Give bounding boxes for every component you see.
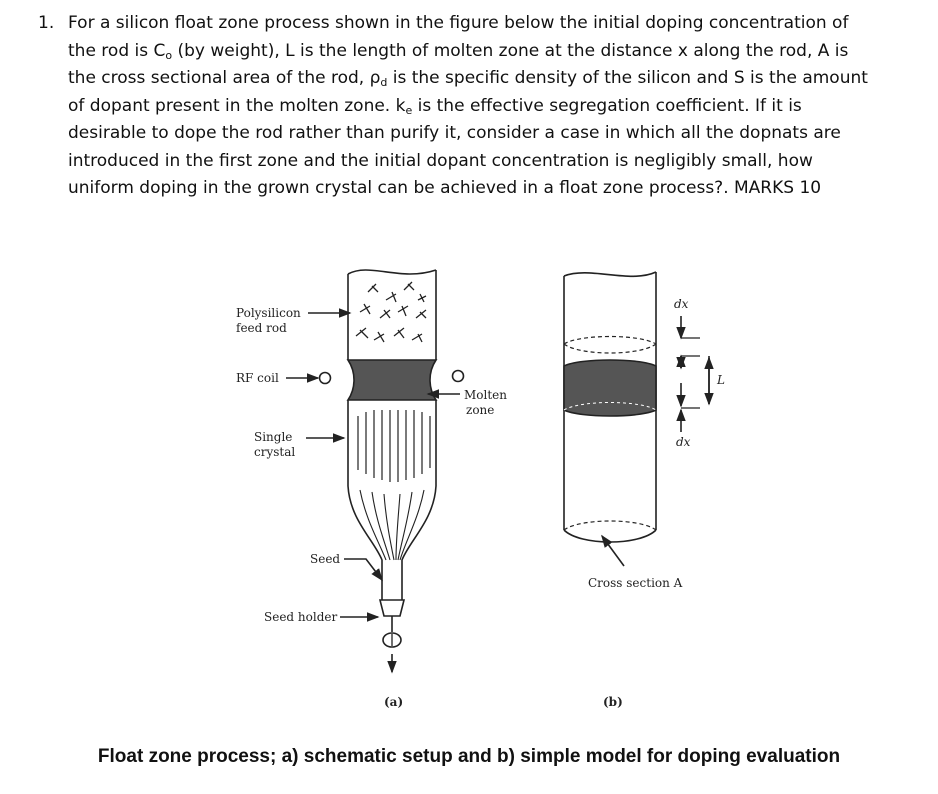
figure-a-schematic	[286, 269, 465, 674]
figure-a-labels: Polysilicon feed rod RF coil Molten zone…	[236, 306, 507, 709]
question-line-1-text: For a silicon float zone process shown i…	[68, 13, 849, 33]
question-line-7-text: uniform doping in the grown crystal can …	[68, 178, 822, 198]
crystal-taper-left	[347, 485, 383, 600]
question-line-5-text: desirable to dope the rod rather than pu…	[68, 123, 841, 143]
molten-label-2: zone	[466, 403, 494, 417]
rf-coil-right-icon	[451, 369, 465, 383]
question-number: 1.	[38, 13, 55, 33]
rotation-indicator-icon	[382, 632, 402, 648]
question-line-2-text-b: (by weight), L is the length of molten z…	[172, 40, 849, 61]
seed-holder-label: Seed holder	[264, 610, 337, 624]
question-line-4-text-b: is the effective segregation coefficient…	[412, 95, 802, 116]
figure-b-labels: dx dx L Cross section A (b)	[588, 297, 725, 709]
question-line-3: the cross sectional area of the rod, ρd …	[68, 65, 868, 93]
cross-section-leader	[601, 534, 625, 567]
figure-b-model	[563, 271, 714, 567]
crystal-taper-right	[401, 485, 437, 600]
rf-coil-left-icon	[318, 371, 332, 385]
feed-rod-top-edge	[347, 269, 437, 275]
molten-zone-band	[346, 359, 438, 401]
question-line-4-sub: e	[405, 103, 413, 117]
question-line-1: For a silicon float zone process shown i…	[68, 10, 910, 38]
dx-top-label: dx	[674, 297, 689, 311]
question-line-3-text-a: the cross sectional area of the rod, ρ	[68, 68, 381, 88]
length-label: L	[716, 373, 725, 387]
single-crystal-label-1: Single	[254, 430, 292, 444]
seed-label: Seed	[310, 552, 340, 566]
question-line-3-sub: d	[380, 76, 388, 89]
question-line-7: uniform doping in the grown crystal can …	[68, 175, 821, 203]
taper-striations	[359, 489, 425, 561]
molten-label-1: Molten	[464, 388, 507, 402]
model-molten-zone	[563, 359, 657, 417]
model-rod-top-edge	[563, 271, 657, 278]
single-crystal-label-2: crystal	[254, 445, 295, 459]
crystal-striations	[357, 410, 431, 482]
question-line-2-text-a: the rod is C	[68, 40, 166, 61]
polysilicon-grain-marks	[355, 281, 427, 343]
dx-bottom-label: dx	[676, 435, 691, 449]
question-line-5: desirable to dope the rod rather than pu…	[68, 120, 841, 148]
cross-section-label: Cross section A	[588, 576, 683, 590]
question-line-3-text-b: is the specific density of the silicon a…	[387, 68, 868, 88]
panel-b-label: (b)	[603, 695, 623, 709]
rf-coil-label: RF coil	[236, 371, 279, 385]
seed-leader	[344, 558, 383, 582]
question-line-2-sub: o	[165, 48, 173, 62]
figure-caption: Float zone process; a) schematic setup a…	[97, 746, 841, 767]
question-line-4: of dopant present in the molten zone. ke…	[68, 93, 802, 121]
cross-section-ellipse-back	[563, 520, 657, 531]
seed-holder-body	[378, 599, 406, 617]
polysilicon-label-2: feed rod	[236, 321, 287, 335]
question-line-2: the rod is Co (by weight), L is the leng…	[68, 38, 848, 66]
model-rod-bottom-edge	[563, 529, 657, 543]
question-line-6-text: introduced in the first zone and the ini…	[68, 150, 813, 171]
panel-a-label: (a)	[384, 695, 403, 709]
question-line-6: introduced in the first zone and the ini…	[68, 148, 813, 176]
polysilicon-label-1: Polysilicon	[236, 306, 301, 320]
question-line-4-text-a: of dopant present in the molten zone. k	[68, 95, 406, 116]
